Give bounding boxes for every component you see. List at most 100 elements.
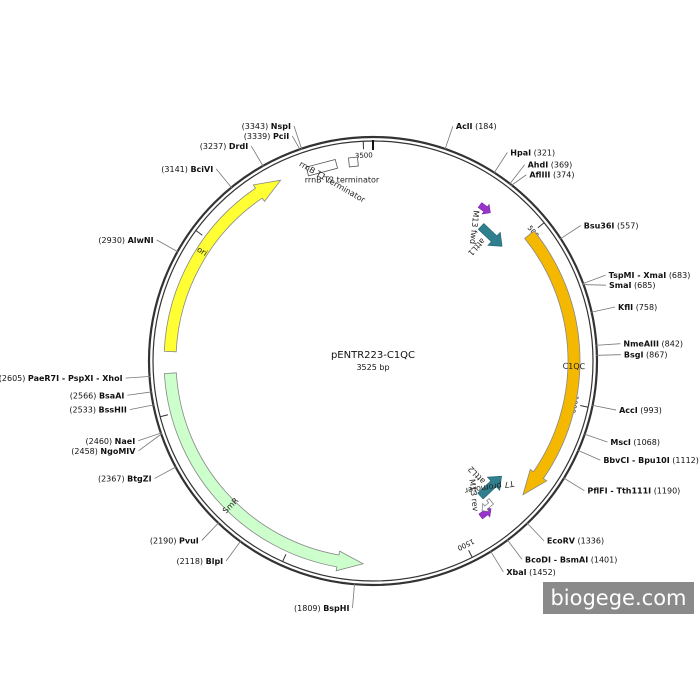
site-bsaai: (2566) BsaAI [70,391,125,400]
feature-arrow-shape [477,475,502,500]
site-position: (2118) [176,557,203,566]
site-leader-line [577,449,601,461]
site-name: BtgZI [127,474,151,483]
site-position: (993) [640,406,662,415]
feature-attl2 [477,475,502,500]
site-position: (1068) [633,438,660,447]
site-position: (758) [636,303,658,312]
site-position: (1809) [294,604,321,613]
site-name: MscI [610,438,630,447]
site-nmeaiii: NmeAIII (842) [623,340,683,349]
feature-label: M13 fwd [468,210,481,245]
site-position: (2533) [69,406,96,415]
site-name: XbaI [506,568,526,577]
site-leader-line [582,274,606,285]
site-alwni: (2930) AlwNI [98,236,153,245]
site-pflfi-tth111i: PflFI - Tth111I (1190) [587,487,680,496]
site-bsu36i: Bsu36I (557) [584,222,639,231]
site-name: PflFI - Tth111I [587,487,651,496]
site-drdi: (3237) DrdI [200,142,248,151]
site-leader-line [489,550,504,573]
feature-m13-fwd [477,202,491,215]
site-position: (1336) [578,537,605,546]
site-name: BssHII [99,406,127,415]
site-position: (1452) [529,568,556,577]
site-name: EcoRV [547,537,576,546]
site-name: BciVI [190,165,213,174]
site-acli: AclI (184) [456,122,497,131]
feature-arrow-shape [477,223,503,247]
site-ahdi: AhdI (369) [528,161,573,170]
site-leader-line [493,152,508,174]
feature-label: C1QC [563,362,586,372]
backbone-ring [147,135,599,587]
site-leader-line [591,404,617,411]
site-position: (2367) [98,474,125,483]
primer-arrow-shape [477,202,491,215]
site-leader-line [138,433,163,452]
promoter-shape [481,498,494,512]
restriction-sites: AclI (184)HpaI (321)AhdI (369)AflIII (37… [0,122,699,613]
feature-smr [163,372,365,572]
site-name: BbvCI - Bpu10I [603,456,669,465]
site-acci: AccI (993) [619,406,662,415]
site-position: (2930) [98,236,125,245]
site-name: Bsu36I [584,222,615,231]
site-ecorv: EcoRV (1336) [547,537,604,546]
site-name: PciI [273,132,289,141]
plasmid-name: pENTR223-C1QC [331,350,415,361]
site-name: BlpI [206,557,224,566]
site-name: NmeAIII [623,340,659,349]
feature-t7-promoter [481,498,494,512]
site-blpi: (2118) BlpI [176,557,223,566]
site-position: (557) [617,222,639,231]
site-leader-line [526,522,545,541]
site-leader-line [250,145,264,167]
site-position: (2458) [71,447,98,456]
site-leader-line [582,284,606,286]
site-naei: (2460) NaeI [86,437,136,446]
site-name: SmaI [609,281,631,290]
site-name: PaeR7I - PspXI - XhoI [28,374,123,383]
site-name: BsaAI [99,391,124,400]
site-leader-line [510,174,527,187]
site-afliii: AflIII (374) [529,171,574,180]
site-smai: SmaI (685) [609,281,656,290]
feature-attl1 [477,223,503,247]
feature-c1qc [522,230,581,496]
site-leader-line [154,466,177,479]
site-leader-line [156,239,179,253]
feature-rrnb-t2-terminator [348,156,359,168]
site-position: (374) [553,171,575,180]
site-pvui: (2190) PvuI [150,536,199,545]
watermark-text: biogege.com [543,582,694,614]
site-msci: MscI (1068) [610,438,660,447]
site-leader-line [127,391,153,396]
tick-mark [160,414,169,418]
site-position: (2566) [70,391,97,400]
site-leader-line [506,539,523,560]
site-leader-line [125,375,151,379]
site-name: KflI [618,303,633,312]
site-leader-line [559,225,581,240]
site-bcivi: (3141) BciVI [161,165,213,174]
tick-mark [537,222,545,229]
site-position: (369) [551,161,573,170]
site-leader-line [509,164,525,185]
site-name: AclI [456,122,473,131]
site-position: (3237) [200,142,227,151]
site-position: (2190) [150,536,177,545]
site-leader-line [293,125,303,150]
site-leader-line [138,432,162,442]
site-position: (842) [662,340,684,349]
site-bsphi: (1809) BspHI [294,604,349,613]
site-leader-line [129,404,155,411]
site-position: (1190) [654,487,681,496]
site-leader-line [595,343,621,346]
plasmid-size: 3525 bp [356,363,389,372]
site-name: PvuI [179,536,199,545]
site-ngomiv: (2458) NgoMIV [71,447,136,456]
site-leader-line [562,477,585,492]
site-name: AlwNI [128,236,154,245]
site-leader-line [583,433,608,443]
